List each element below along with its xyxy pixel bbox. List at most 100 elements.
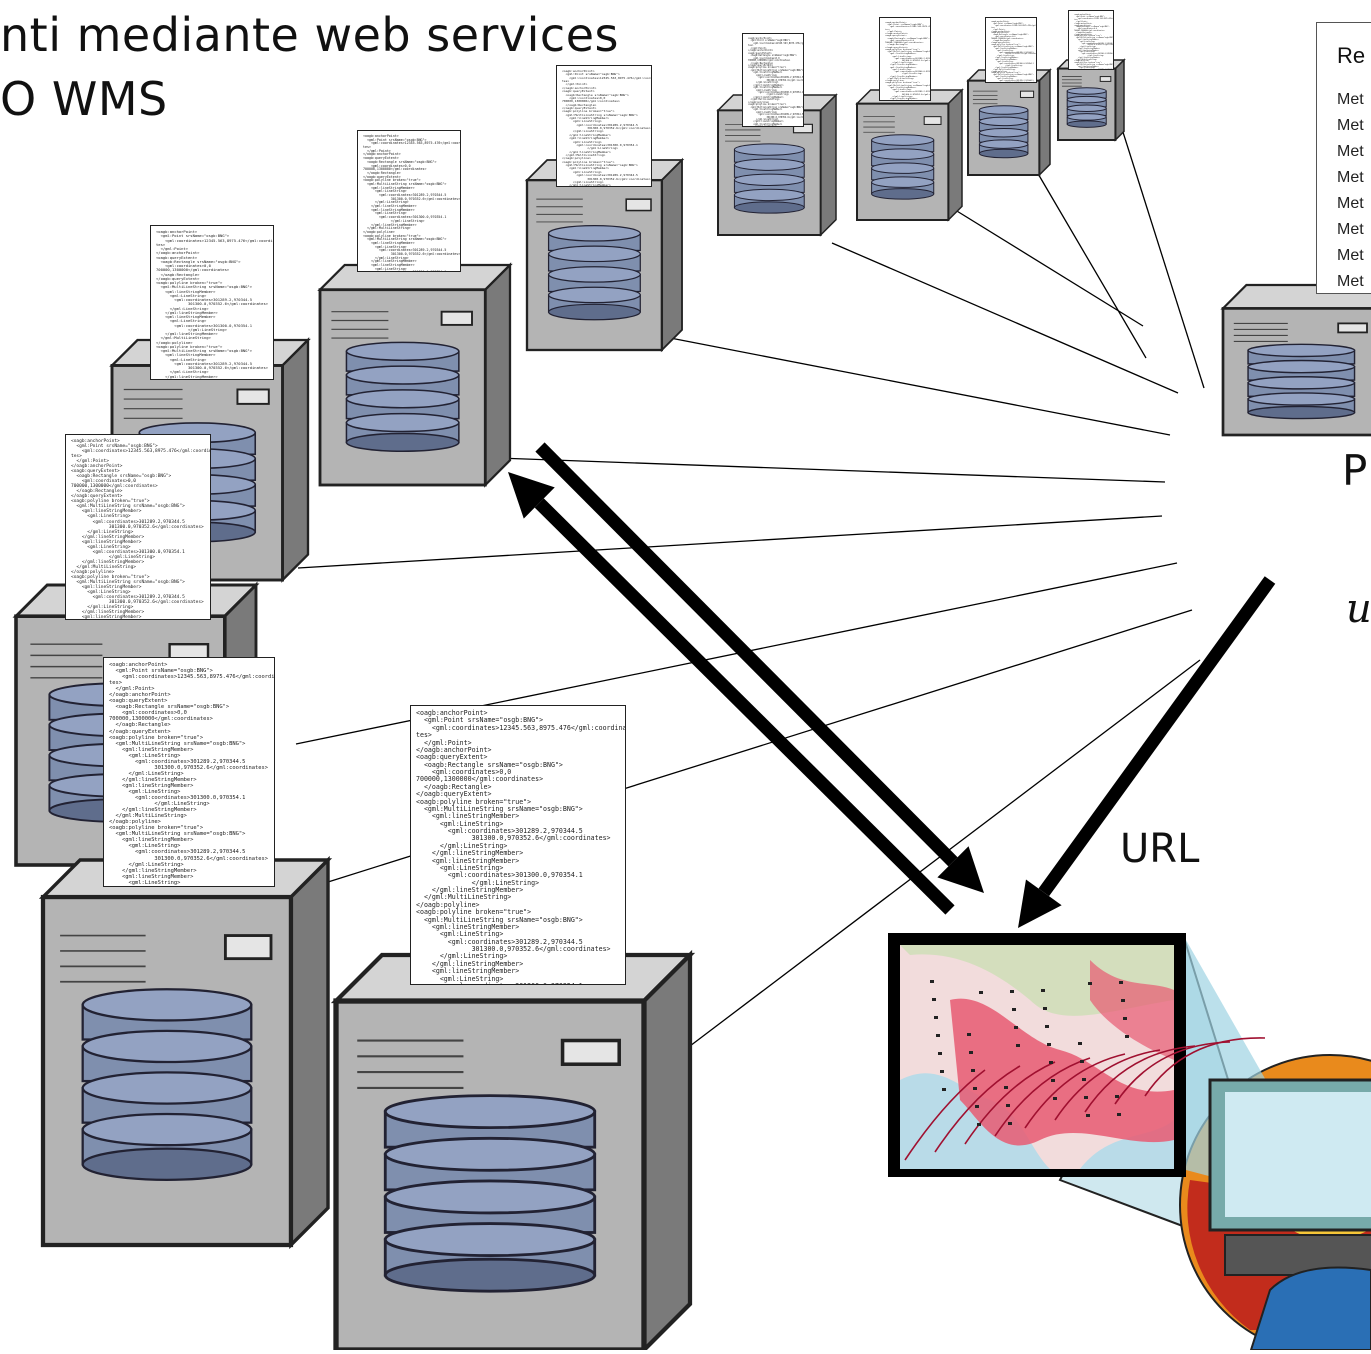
map-building xyxy=(1051,1079,1055,1082)
server-drive-slot xyxy=(223,934,273,961)
map-road xyxy=(904,1069,986,1161)
gml-text: <oagb:anchorPoint> <gml:Point srsName="o… xyxy=(562,69,652,187)
map-building xyxy=(1053,1097,1057,1100)
server-side xyxy=(289,855,330,1250)
gml-document: <oagb:anchorPoint> <gml:Point srsName="o… xyxy=(103,657,275,887)
response-arrow xyxy=(508,472,955,915)
map-urban xyxy=(1090,960,1174,1060)
arrow-head xyxy=(937,846,984,893)
map-building xyxy=(1006,1104,1010,1107)
map-building xyxy=(1115,1095,1119,1098)
disk-top xyxy=(871,134,935,146)
disk-top xyxy=(1247,343,1356,358)
gml-text: <oagb:anchorPoint> <gml:Point srsName="o… xyxy=(748,37,804,127)
disk-bottom xyxy=(547,303,641,321)
url-label: URL xyxy=(1120,826,1200,872)
registry-item: Met xyxy=(1337,221,1364,238)
disk-top xyxy=(978,127,1029,138)
gml-document: <oagb:anchorPoint> <gml:Point srsName="o… xyxy=(742,33,804,127)
registry-item: Met xyxy=(1337,169,1364,186)
url-arrow xyxy=(1018,576,1276,928)
map-building xyxy=(1119,981,1123,984)
disk-top xyxy=(345,365,460,385)
registry-item: Met xyxy=(1337,91,1364,108)
map-building xyxy=(934,1016,938,1019)
disk-bottom xyxy=(871,188,935,200)
disk-top xyxy=(978,105,1029,115)
server-icon xyxy=(1056,58,1126,142)
gml-document: <oagb:anchorPoint> <gml:Point srsName="o… xyxy=(65,434,211,620)
map-building xyxy=(975,1105,979,1108)
server-side xyxy=(819,93,837,237)
disk-top xyxy=(733,143,805,156)
gml-document: <oagb:anchorPoint> <gml:Point srsName="o… xyxy=(357,130,461,272)
map-building xyxy=(1016,1044,1020,1047)
registry-item: Met xyxy=(1337,273,1364,290)
connection-line xyxy=(831,242,1179,394)
server-side xyxy=(641,949,693,1354)
arrow-shaft xyxy=(1038,576,1276,897)
disk-top xyxy=(81,988,253,1022)
map-building xyxy=(930,980,934,983)
server-drive-slot xyxy=(236,388,270,405)
disk-top xyxy=(547,225,641,242)
map-building xyxy=(932,998,936,1001)
disk-top xyxy=(547,245,641,263)
connection-line xyxy=(496,457,1166,483)
map-building xyxy=(940,1070,944,1073)
disk-top xyxy=(547,266,641,283)
arrow-shaft xyxy=(534,498,955,915)
title-line-2: O WMS xyxy=(0,72,168,126)
map-building xyxy=(979,991,983,994)
map-road xyxy=(934,1065,1021,1153)
disk-bottom xyxy=(1066,120,1107,128)
server-side xyxy=(484,262,512,488)
gml-text: <oagb:anchorPoint> <gml:Point srsName="o… xyxy=(991,21,1037,83)
server-icon xyxy=(1220,283,1371,437)
disk-top xyxy=(345,412,460,433)
gml-text: <oagb:anchorPoint> <gml:Point srsName="o… xyxy=(71,439,211,620)
server-drive-slot xyxy=(1337,322,1368,334)
map-road xyxy=(1054,1049,1161,1121)
server-side xyxy=(281,337,310,583)
server-drive-slot xyxy=(560,1038,621,1066)
gml-document: <oagb:anchorPoint> <gml:Point srsName="o… xyxy=(879,17,931,101)
disk-top xyxy=(1066,113,1107,121)
map-building xyxy=(942,1088,946,1091)
disk-top xyxy=(383,1094,597,1130)
registry-item: Met xyxy=(1337,247,1364,264)
server-side xyxy=(660,157,683,353)
map-building xyxy=(1043,1007,1047,1010)
request-arrow xyxy=(535,442,984,893)
map-building xyxy=(1010,990,1014,993)
monitor-screen xyxy=(1225,1092,1371,1217)
connection-line xyxy=(297,515,1163,569)
map-building xyxy=(1049,1061,1053,1064)
server-icon xyxy=(966,68,1052,177)
gml-text: <oagb:anchorPoint> <gml:Point srsName="o… xyxy=(416,709,626,984)
gml-document: <oagb:anchorPoint> <gml:Point srsName="o… xyxy=(150,225,274,380)
gml-text: <oagb:anchorPoint> <gml:Point srsName="o… xyxy=(1074,15,1114,70)
gml-document: <oagb:anchorPoint> <gml:Point srsName="o… xyxy=(985,17,1037,83)
gml-text: <oagb:anchorPoint> <gml:Point srsName="o… xyxy=(156,229,274,379)
user-icon xyxy=(1249,1266,1371,1351)
arrow-head xyxy=(508,472,555,519)
map-building xyxy=(1045,1025,1049,1028)
disk-top xyxy=(1066,95,1107,104)
registry-item: Met xyxy=(1337,143,1364,160)
server-drive-slot xyxy=(923,116,942,125)
portal-label: P xyxy=(1342,446,1368,495)
arrow-head xyxy=(1018,879,1062,928)
disk-top xyxy=(345,341,460,361)
disk-bottom xyxy=(1247,405,1356,420)
server-icon xyxy=(716,93,838,237)
map-building xyxy=(1004,1086,1008,1089)
arrow-shaft xyxy=(535,442,958,867)
disk-top xyxy=(345,389,460,409)
disk-top xyxy=(81,1029,253,1064)
gml-document-large: <oagb:anchorPoint> <gml:Point srsName="o… xyxy=(410,705,626,985)
map-building xyxy=(1123,1017,1127,1020)
disk-top xyxy=(383,1222,597,1258)
connection-lines xyxy=(295,109,1205,1047)
